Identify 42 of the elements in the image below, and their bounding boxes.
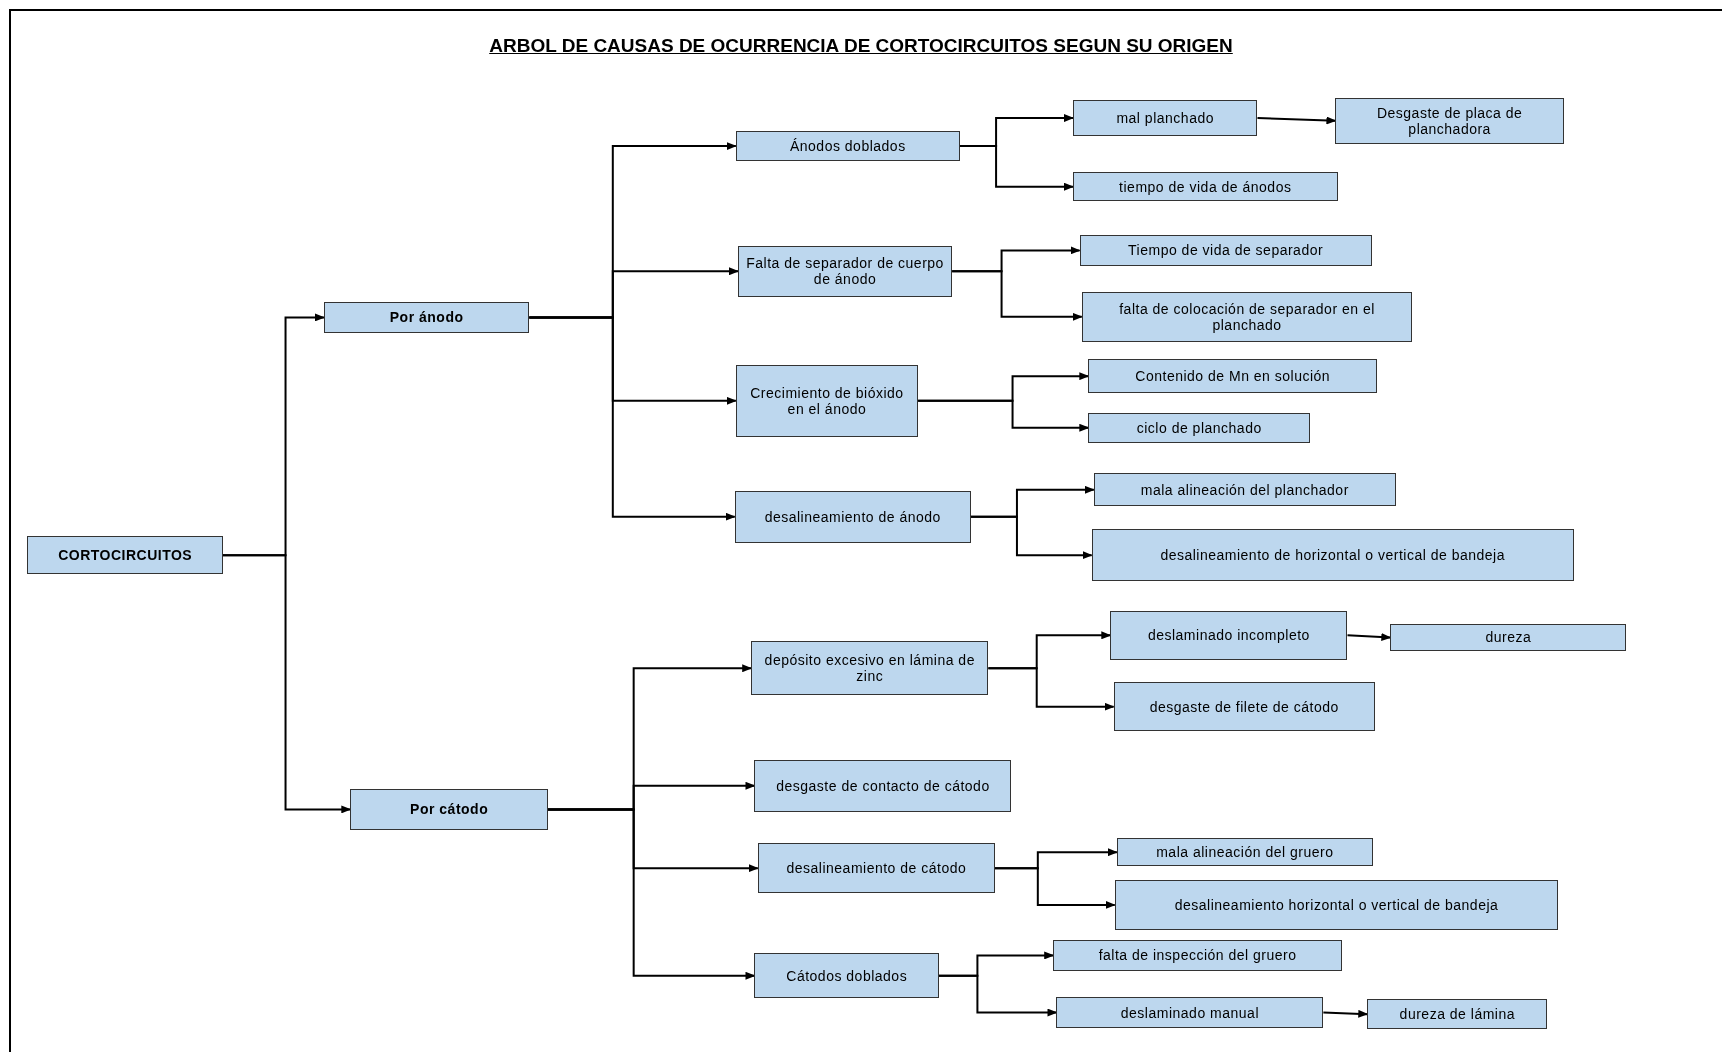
cause-box: desalineamiento horizontal o vertical de bandeja [1114, 879, 1559, 931]
cause-box: deslaminado manual [1056, 997, 1324, 1028]
cause-box: desgaste de contacto de cátodo [754, 759, 1012, 812]
arrow [528, 316, 736, 521]
cause-box: desalineamiento de horizontal o vertical de bandeja [1091, 529, 1574, 581]
cause-box: desalineamiento de ánodo [734, 490, 971, 543]
cause-box: Cátodos doblados [754, 953, 939, 999]
arrow [987, 667, 1115, 711]
cause-box: mal planchado [1072, 99, 1258, 137]
diagram-title: ARBOL DE CAUSAS DE OCURRENCIA DE CORTOCIRCUITOS SEGUN SU ORIGEN [488, 34, 1234, 58]
cause-box: mala alineación del gruero [1116, 837, 1373, 867]
cause-box: Crecimiento de bióxido en el ánodo [735, 364, 919, 438]
arrow [1346, 633, 1392, 642]
cause-box: Ánodos doblados [735, 130, 960, 162]
cause-box: mala alineación del planchador [1093, 473, 1396, 507]
cause-box: Por cátodo [350, 788, 548, 831]
cause-box: Desgaste de placa de planchadora [1335, 97, 1564, 144]
arrow [994, 867, 1116, 909]
cause-box: Falta de separador de cuerpo de ánodo [738, 246, 953, 297]
arrow [221, 554, 352, 814]
arrow [1256, 116, 1337, 125]
arrow [547, 808, 756, 980]
arrow [917, 399, 1090, 432]
cause-box: falta de inspección del gruero [1053, 940, 1342, 971]
cause-box: desalineamiento de cátodo [757, 843, 995, 893]
cause-box: depósito excesivo en lámina de zinc [751, 641, 989, 696]
arrow [951, 270, 1083, 321]
cause-box: Tiempo de vida de separador [1079, 235, 1372, 266]
arrow [958, 145, 1074, 191]
cause-box: falta de colocación de separador en el planchado [1081, 292, 1413, 342]
cause-box: desgaste de filete de cátodo [1113, 682, 1375, 732]
arrow [937, 974, 1058, 1017]
arrow [969, 515, 1093, 560]
cause-box: CORTOCIRCUITOS [27, 535, 223, 575]
cause-box: Contenido de Mn en solución [1088, 359, 1378, 394]
cause-box: deslaminado incompleto [1110, 610, 1348, 660]
arrow [1322, 1009, 1369, 1018]
cause-box: dureza de lámina [1367, 999, 1548, 1029]
cause-box: Por ánodo [323, 302, 530, 333]
cause-box: tiempo de vida de ánodos [1072, 172, 1338, 201]
cause-box: ciclo de planchado [1088, 412, 1311, 443]
cause-box: dureza [1390, 623, 1627, 652]
